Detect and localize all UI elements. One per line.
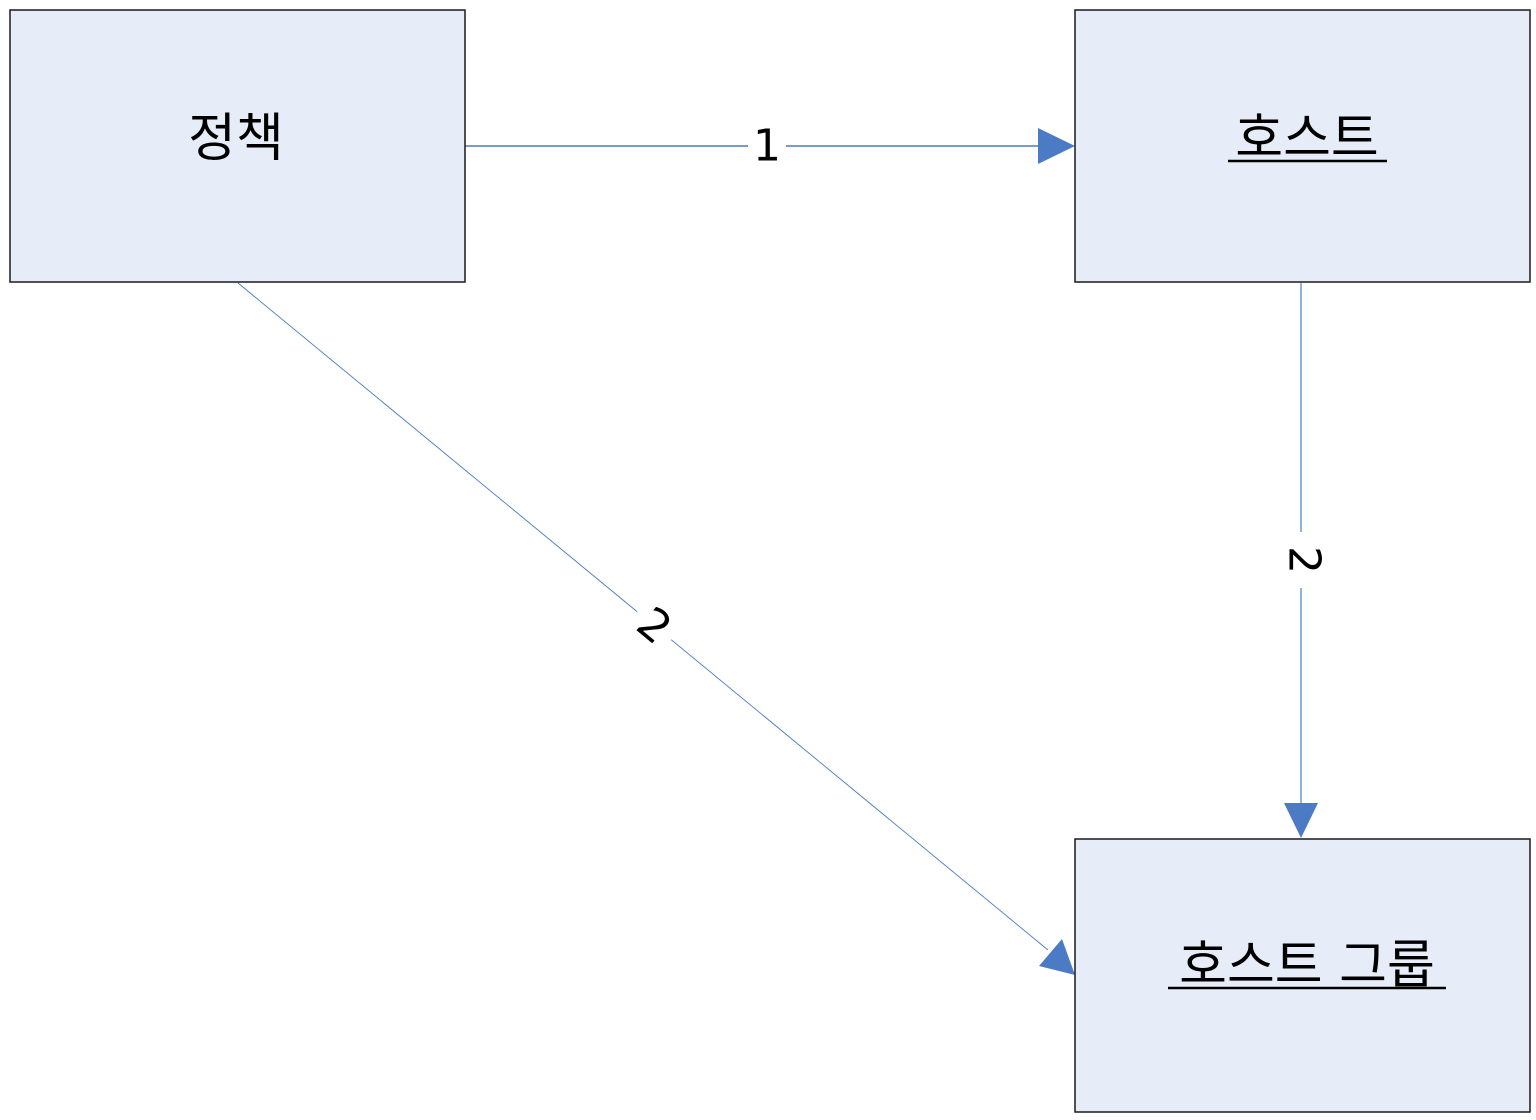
edge-label-background <box>620 591 688 661</box>
edge-label-host-to-host-group: 2 <box>1279 546 1330 574</box>
arrowhead-icon <box>1284 803 1318 838</box>
edge-policy-to-host-group: 2 <box>237 282 1075 975</box>
node-box <box>1074 838 1531 1113</box>
node-host: 호스트 <box>1074 9 1531 283</box>
node-box <box>1074 9 1531 283</box>
node-box <box>9 9 466 283</box>
arrowhead-icon <box>1038 128 1075 164</box>
node-label-policy: 정책 <box>188 109 284 169</box>
edge-label-policy-to-host: 1 <box>753 121 781 172</box>
edge-label-background <box>748 118 786 174</box>
node-label-host-group: 호스트 그룹 <box>1179 936 1435 996</box>
node-label-host: 호스트 <box>1235 109 1379 169</box>
edge-policy-to-host: 1 <box>465 118 1075 174</box>
edge-label-background <box>1280 532 1324 588</box>
node-host-group: 호스트 그룹 <box>1074 838 1531 1113</box>
arrowhead-icon <box>1039 939 1075 975</box>
node-policy: 정책 <box>9 9 466 283</box>
edge-host-to-host-group: 2 <box>1279 283 1330 838</box>
